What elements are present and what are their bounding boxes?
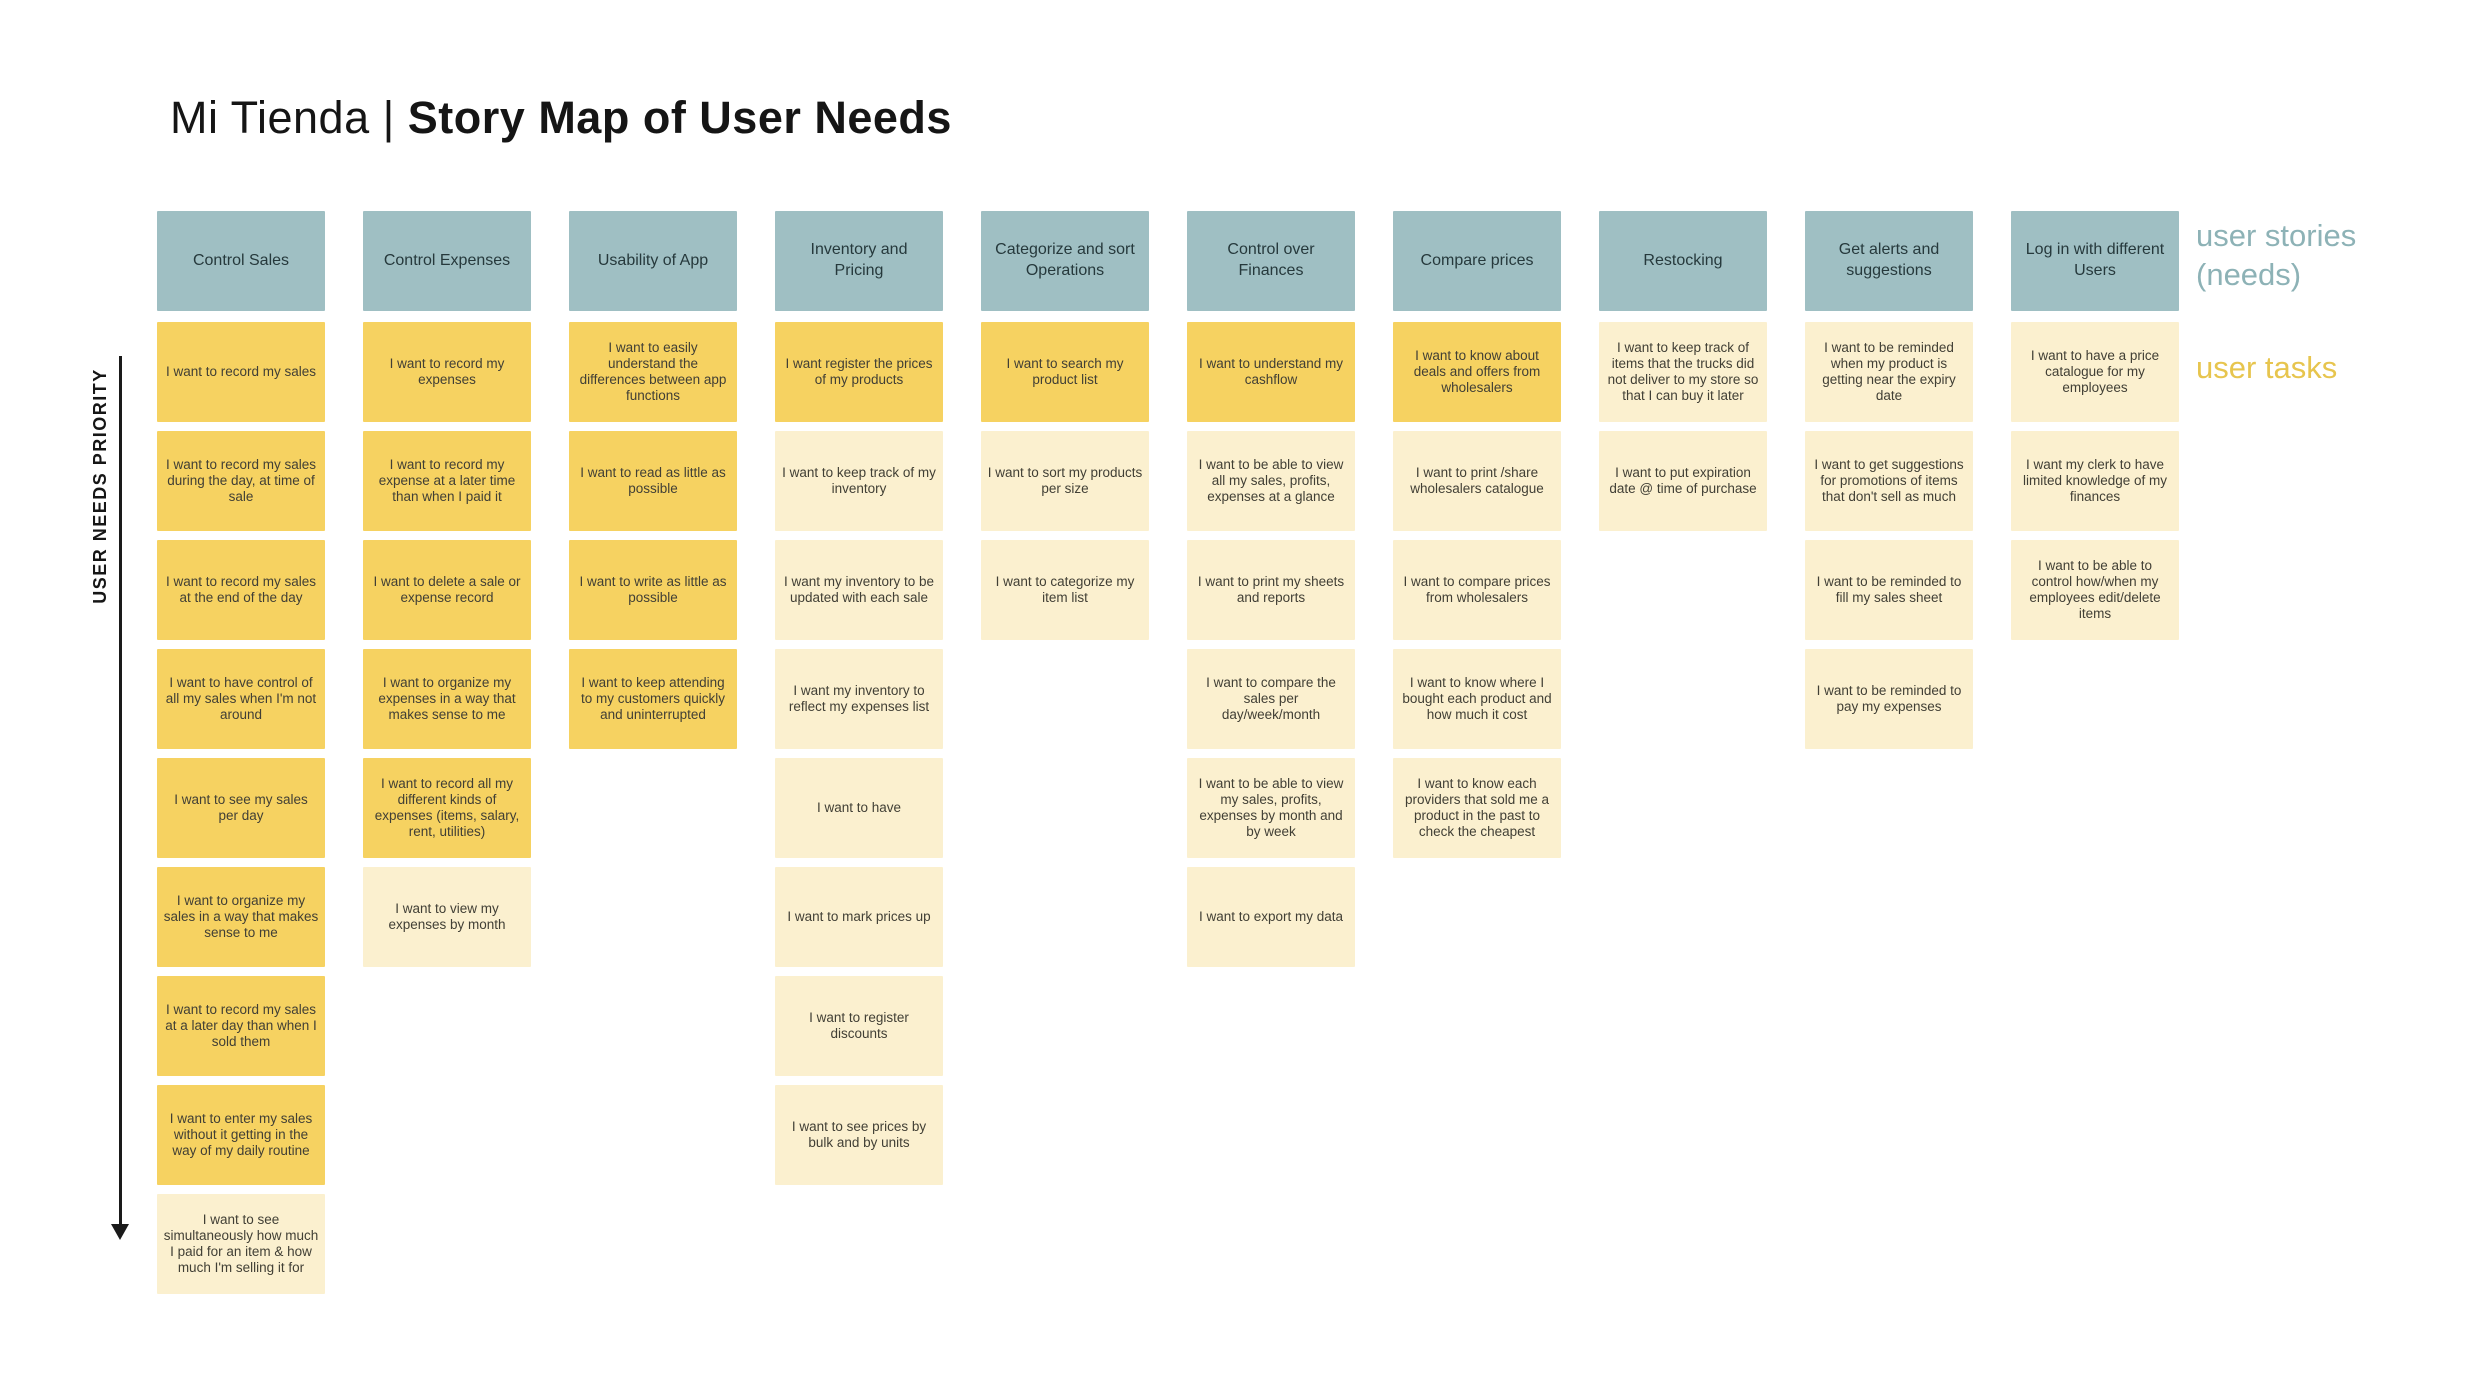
task-note[interactable]: I want to get suggestions for promotions… xyxy=(1805,431,1973,531)
task-note[interactable]: I want to print /share wholesalers catal… xyxy=(1393,431,1561,531)
task-note[interactable]: I want to register discounts xyxy=(775,976,943,1076)
task-note[interactable]: I want to compare prices from wholesaler… xyxy=(1393,540,1561,640)
column-get-alerts-and-suggestions: Get alerts and suggestions I want to be r… xyxy=(1805,211,1973,758)
story-card-control-sales[interactable]: Control Sales xyxy=(157,211,325,311)
task-note[interactable]: I want to organize my expenses in a way … xyxy=(363,649,531,749)
task-note[interactable]: I want to record my sales at a later day… xyxy=(157,976,325,1076)
legend-user-stories-line1: user stories xyxy=(2196,218,2357,253)
task-note[interactable]: I want to record my expense at a later t… xyxy=(363,431,531,531)
task-note[interactable]: I want to know each providers that sold … xyxy=(1393,758,1561,858)
story-card-inventory-and-pricing[interactable]: Inventory and Pricing xyxy=(775,211,943,311)
page-title-main: Story Map of User Needs xyxy=(407,92,952,143)
task-note[interactable]: I want to see prices by bulk and by unit… xyxy=(775,1085,943,1185)
legend-user-stories: user stories (needs) xyxy=(2196,216,2356,294)
task-note[interactable]: I want to see simultaneously how much I … xyxy=(157,1194,325,1294)
task-note[interactable]: I want to sort my products per size xyxy=(981,431,1149,531)
task-note[interactable]: I want to mark prices up xyxy=(775,867,943,967)
task-note[interactable]: I want to record my sales xyxy=(157,322,325,422)
column-usability-of-app: Usability of App I want to easily underst… xyxy=(569,211,737,758)
page-title-prefix: Mi Tienda | xyxy=(170,92,408,143)
task-note[interactable]: I want to view my expenses by month xyxy=(363,867,531,967)
task-note[interactable]: I want to write as little as possible xyxy=(569,540,737,640)
task-note[interactable]: I want to keep track of my inventory xyxy=(775,431,943,531)
task-note[interactable]: I want to easily understand the differen… xyxy=(569,322,737,422)
column-control-expenses: Control Expenses I want to record my expe… xyxy=(363,211,531,976)
task-note[interactable]: I want my inventory to be updated with e… xyxy=(775,540,943,640)
task-note[interactable]: I want to read as little as possible xyxy=(569,431,737,531)
legend-user-stories-line2: (needs) xyxy=(2196,257,2302,292)
task-note[interactable]: I want to have a price catalogue for my … xyxy=(2011,322,2179,422)
story-card-compare-prices[interactable]: Compare prices xyxy=(1393,211,1561,311)
task-note[interactable]: I want to put expiration date @ time of … xyxy=(1599,431,1767,531)
task-note[interactable]: I want to export my data xyxy=(1187,867,1355,967)
story-card-control-over-finances[interactable]: Control over Finances xyxy=(1187,211,1355,311)
task-note[interactable]: I want to organize my sales in a way tha… xyxy=(157,867,325,967)
column-categorize-and-sort-operations: Categorize and sort Operations I want to … xyxy=(981,211,1149,649)
story-card-usability-of-app[interactable]: Usability of App xyxy=(569,211,737,311)
task-note[interactable]: I want to be able to control how/when my… xyxy=(2011,540,2179,640)
task-note[interactable]: I want to delete a sale or expense recor… xyxy=(363,540,531,640)
story-card-control-expenses[interactable]: Control Expenses xyxy=(363,211,531,311)
task-note[interactable]: I want to record my sales at the end of … xyxy=(157,540,325,640)
task-note[interactable]: I want to keep attending to my customers… xyxy=(569,649,737,749)
task-note[interactable]: I want to be able to view my sales, prof… xyxy=(1187,758,1355,858)
story-card-categorize-and-sort-operations[interactable]: Categorize and sort Operations xyxy=(981,211,1149,311)
task-note[interactable]: I want to categorize my item list xyxy=(981,540,1149,640)
task-note[interactable]: I want my clerk to have limited knowledg… xyxy=(2011,431,2179,531)
task-note[interactable]: I want to know about deals and offers fr… xyxy=(1393,322,1561,422)
priority-axis-line xyxy=(119,356,122,1224)
page-title: Mi Tienda | Story Map of User Needs xyxy=(170,92,952,144)
task-note[interactable]: I want to compare the sales per day/week… xyxy=(1187,649,1355,749)
task-note[interactable]: I want to be able to view all my sales, … xyxy=(1187,431,1355,531)
column-compare-prices: Compare prices I want to know about deals… xyxy=(1393,211,1561,867)
column-control-over-finances: Control over Finances I want to understan… xyxy=(1187,211,1355,976)
task-note[interactable]: I want register the prices of my product… xyxy=(775,322,943,422)
task-note[interactable]: I want to be reminded to pay my expenses xyxy=(1805,649,1973,749)
column-log-in-with-different-users: Log in with different Users I want to hav… xyxy=(2011,211,2179,649)
legend-user-tasks: user tasks xyxy=(2196,350,2338,385)
task-note[interactable]: I want to have xyxy=(775,758,943,858)
task-note[interactable]: I want to print my sheets and reports xyxy=(1187,540,1355,640)
task-note[interactable]: I want to enter my sales without it gett… xyxy=(157,1085,325,1185)
story-card-log-in-with-different-users[interactable]: Log in with different Users xyxy=(2011,211,2179,311)
column-restocking: Restocking I want to keep track of items … xyxy=(1599,211,1767,540)
column-inventory-and-pricing: Inventory and Pricing I want register the… xyxy=(775,211,943,1194)
task-note[interactable]: I want to record all my different kinds … xyxy=(363,758,531,858)
task-note[interactable]: I want to record my sales during the day… xyxy=(157,431,325,531)
task-note[interactable]: I want to be reminded to fill my sales s… xyxy=(1805,540,1973,640)
task-note[interactable]: I want to search my product list xyxy=(981,322,1149,422)
story-card-restocking[interactable]: Restocking xyxy=(1599,211,1767,311)
story-card-get-alerts-and-suggestions[interactable]: Get alerts and suggestions xyxy=(1805,211,1973,311)
task-note[interactable]: I want to have control of all my sales w… xyxy=(157,649,325,749)
task-note[interactable]: I want to know where I bought each produ… xyxy=(1393,649,1561,749)
task-note[interactable]: I want to understand my cashflow xyxy=(1187,322,1355,422)
task-note[interactable]: I want my inventory to reflect my expens… xyxy=(775,649,943,749)
task-note[interactable]: I want to be reminded when my product is… xyxy=(1805,322,1973,422)
down-arrow-icon xyxy=(111,1224,129,1240)
task-note[interactable]: I want to record my expenses xyxy=(363,322,531,422)
task-note[interactable]: I want to see my sales per day xyxy=(157,758,325,858)
task-note[interactable]: I want to keep track of items that the t… xyxy=(1599,322,1767,422)
